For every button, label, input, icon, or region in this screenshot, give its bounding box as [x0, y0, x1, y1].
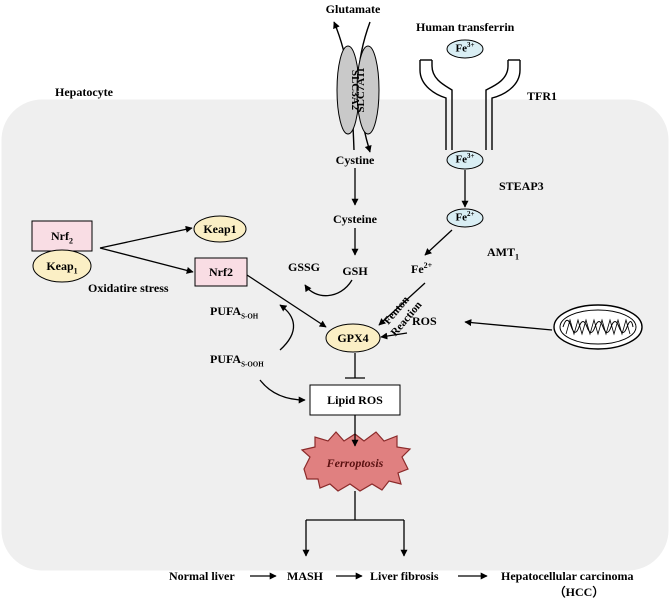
liver-fibrosis-label: Liver fibrosis [370, 569, 439, 583]
arrow-nrf2-gpx4 [246, 274, 327, 328]
arrow-pufa-lipidros [259, 379, 306, 404]
normal-liver-label: Normal liver [169, 569, 235, 583]
keap1-node [193, 215, 247, 243]
pufa-ooh-label: PUFAS-OOH [210, 352, 264, 369]
arrow-complex-nrf2 [99, 247, 194, 274]
hcc-abbrev-label: （HCC） [553, 585, 605, 598]
hcc-label: Hepatocellular carcinoma [501, 569, 634, 583]
arrow-amt-fe2 [424, 229, 453, 256]
arrow-pufa-cycle [279, 304, 295, 351]
steap3-label: STEAP3 [499, 179, 544, 193]
slc7a11-label: SLC7A11 [355, 67, 367, 112]
gsh-label: GSH [342, 264, 368, 278]
cystine-label: Cystine [335, 153, 375, 167]
arrow-ros-gpx4 [380, 332, 408, 340]
lipid-ros-label: Lipid ROS [327, 393, 383, 407]
nrf2-complex-label: Nrf2 [51, 229, 73, 246]
slc7a11-subunit [356, 45, 380, 135]
fe3-endosome-node [446, 150, 484, 170]
gpx4-node [325, 323, 381, 353]
cysteine-label: Cysteine [333, 212, 377, 226]
fe2-endosome-node [446, 208, 484, 228]
cystine-glutamate-antiporter: SLC3A2 SLC7A11 [333, 21, 380, 153]
nrf2-box [194, 257, 248, 287]
tfr1-receptor [419, 59, 521, 150]
gssg-label: GSSG [288, 260, 321, 274]
keap1-complex-node [32, 249, 92, 283]
arrow-complex-keap1 [99, 225, 193, 249]
slc3a2-label: SLC3A2 [349, 70, 361, 111]
ferroptosis-branch [302, 491, 408, 557]
hepatocyte-label: Hepatocyte [55, 85, 113, 99]
fe2-endosome-label: Fe2+ [455, 210, 475, 224]
glutamate-label: Glutamate [325, 2, 381, 16]
ferroptosis-burst [300, 431, 412, 492]
arrow-gsh-gssg [304, 279, 353, 297]
pufa-oh-label: PUFAS-OH [210, 304, 259, 321]
ros-label: ROS [412, 314, 437, 328]
fe3-transferrin-node [446, 39, 484, 59]
lipid-ros-box [309, 384, 401, 416]
mitochondrion-icon [553, 304, 643, 350]
arrow-fenton-gpx4 [378, 282, 426, 326]
pathway-arrows [99, 168, 553, 580]
nrf2-label: Nrf2 [209, 265, 233, 279]
ferroptosis-label: Ferroptosis [326, 456, 384, 470]
tfr1-label: TFR1 [527, 89, 557, 103]
mash-label: MASH [287, 569, 323, 583]
human-transferrin-label: Human transferrin [416, 20, 515, 34]
fe3-transferrin-label: Fe3+ [455, 41, 475, 55]
oxidative-stress-label: Oxidatire stress [88, 281, 169, 295]
keap1-label: Keap1 [203, 222, 237, 236]
amt-label: AMT1 [487, 245, 519, 262]
gpx4-label: GPX4 [337, 331, 369, 345]
arrow-mito-ros [464, 319, 553, 331]
fe3-endosome-label: Fe3+ [455, 152, 475, 166]
inhibition-gpx4-lipidros [345, 353, 365, 379]
keap1-complex-label: Keap1 [46, 259, 78, 276]
fe2-cytosol-label: Fe2+ [411, 261, 433, 276]
